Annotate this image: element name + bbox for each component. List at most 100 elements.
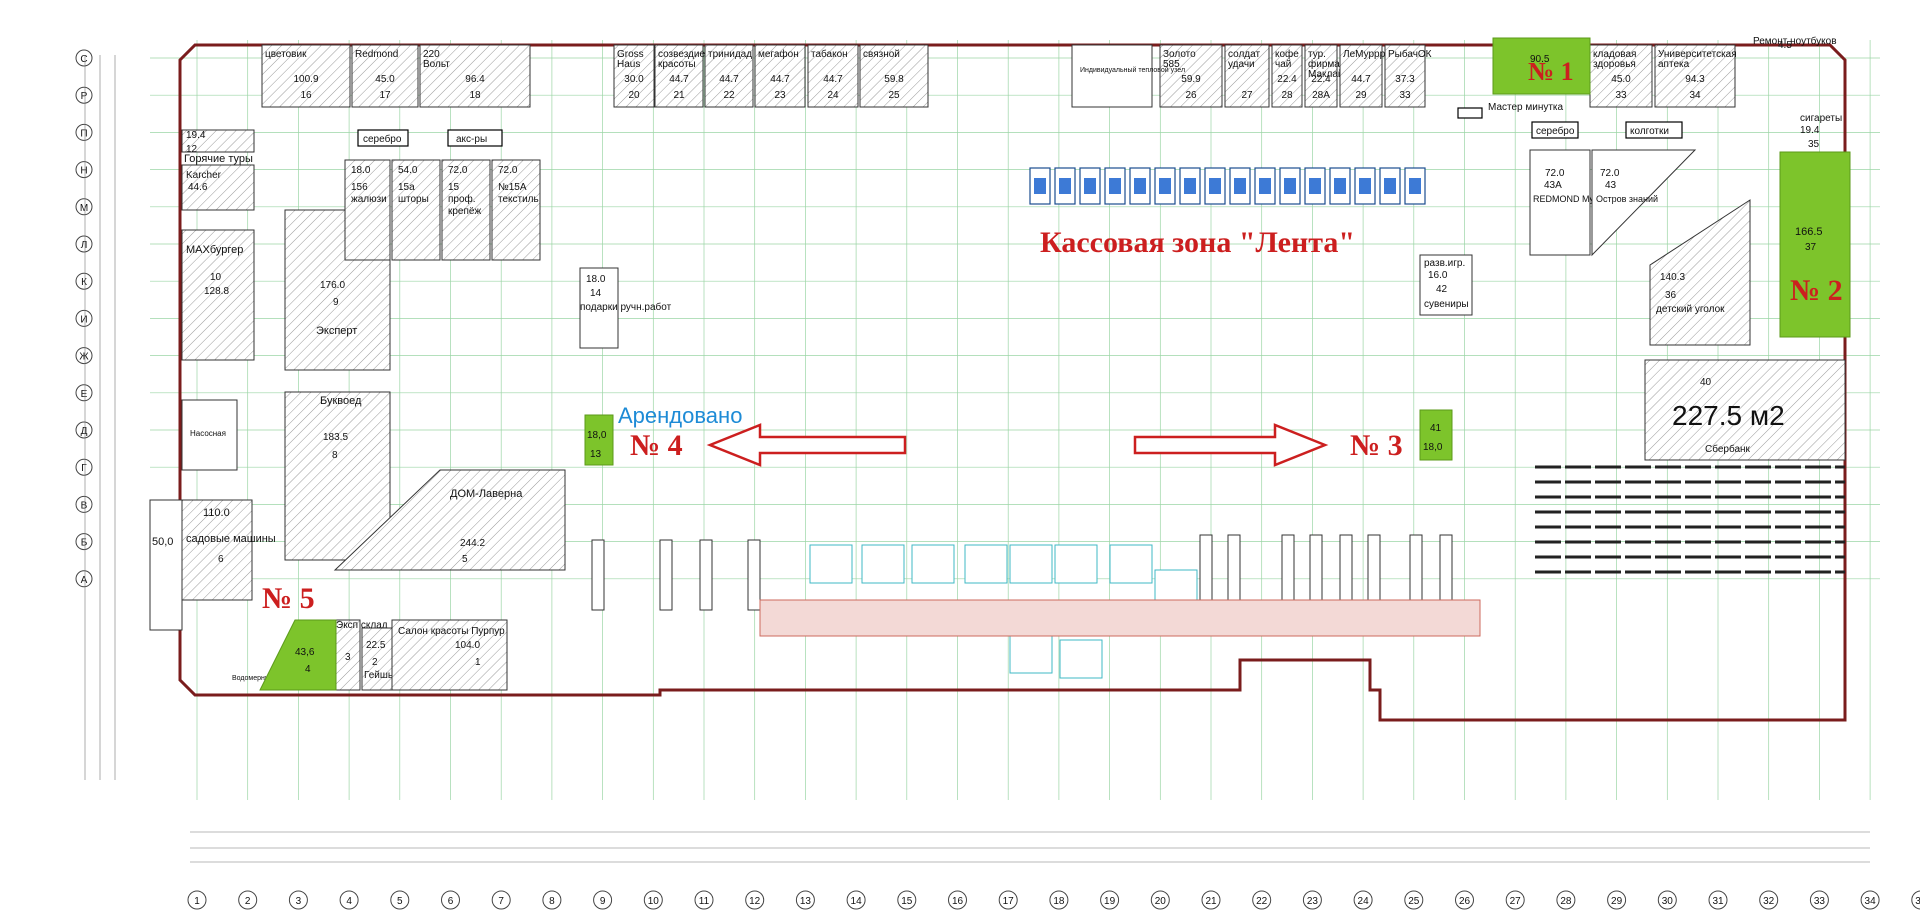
top-store-name: 220 bbox=[423, 49, 440, 60]
max-num: 10 bbox=[210, 272, 222, 283]
mid-store-label: 156 bbox=[351, 182, 368, 193]
top-store-area: 44.7 bbox=[669, 74, 689, 85]
top-store-name: Haus bbox=[617, 59, 640, 70]
bukvoed-num: 8 bbox=[332, 450, 338, 461]
col-label: 16 bbox=[952, 896, 964, 907]
col-marker bbox=[1708, 890, 1728, 910]
row-marker bbox=[75, 272, 93, 290]
exp-num: 3 bbox=[345, 652, 351, 663]
cig-num: 35 bbox=[1808, 139, 1820, 150]
redmond-num: 43А bbox=[1544, 180, 1562, 191]
shelf-rack bbox=[659, 539, 673, 611]
top-store-num: 34 bbox=[1689, 90, 1701, 101]
shelf-rack bbox=[591, 539, 605, 611]
row-marker bbox=[75, 309, 93, 327]
top-store-name: удачи bbox=[1228, 59, 1255, 70]
heat-node bbox=[1071, 44, 1153, 108]
cyan-fixture bbox=[1009, 544, 1053, 584]
store-karcher bbox=[181, 164, 255, 211]
row-marker bbox=[75, 384, 93, 402]
col-marker bbox=[1911, 890, 1920, 910]
bukvoed-area: 183.5 bbox=[323, 432, 348, 443]
sber-num: 40 bbox=[1700, 377, 1712, 388]
cyan-fixture bbox=[809, 544, 853, 584]
green-unit-3 bbox=[1419, 409, 1453, 461]
salon-area: 104.0 bbox=[455, 640, 480, 651]
col-marker bbox=[441, 890, 460, 910]
green2-num: 37 bbox=[1805, 242, 1817, 253]
row-label: К bbox=[81, 277, 87, 288]
top-store bbox=[1339, 44, 1383, 108]
brick-zone bbox=[759, 599, 1481, 637]
shelf-rack bbox=[1309, 534, 1323, 606]
hot-num: 12 bbox=[186, 144, 198, 155]
top-store-name: цветовик bbox=[265, 49, 307, 60]
mid-store-area: 72.0 bbox=[448, 165, 468, 176]
col-label: 10 bbox=[648, 896, 660, 907]
row-label: А bbox=[81, 575, 88, 586]
u3-num: 41 bbox=[1430, 423, 1442, 434]
kids-num: 36 bbox=[1665, 290, 1677, 301]
mid-store-label: проф. bbox=[448, 193, 476, 205]
col-marker bbox=[1657, 890, 1677, 910]
arrow-left bbox=[706, 423, 907, 467]
cyan-fixture bbox=[861, 544, 905, 584]
col-label: 31 bbox=[1712, 896, 1724, 907]
top-store-area: 96.4 bbox=[465, 74, 485, 85]
shelf-rack bbox=[1367, 534, 1381, 606]
col-label: 12 bbox=[749, 896, 761, 907]
col-marker bbox=[948, 890, 967, 910]
col-label: 21 bbox=[1205, 896, 1217, 907]
top-store bbox=[1654, 44, 1736, 108]
col-marker bbox=[1607, 890, 1627, 910]
top-store-name: тринидад bbox=[708, 49, 752, 60]
checkout-counter-fill bbox=[1034, 178, 1046, 194]
top-store bbox=[1224, 44, 1270, 108]
arrow-right bbox=[1133, 423, 1329, 467]
col-marker bbox=[593, 890, 613, 910]
row-label: Д bbox=[81, 426, 88, 437]
col-marker bbox=[542, 890, 562, 910]
col-marker bbox=[1759, 890, 1779, 910]
mid-store bbox=[441, 159, 491, 261]
green-unit-1 bbox=[1492, 37, 1591, 95]
checkout-counter-fill bbox=[1309, 178, 1321, 194]
col-marker bbox=[1404, 890, 1424, 910]
top-store bbox=[807, 44, 859, 108]
garden-num: 6 bbox=[218, 554, 224, 565]
mid-store-label: 15а bbox=[398, 182, 415, 193]
top-store bbox=[859, 44, 929, 108]
podarki-label: подарки ручн.работ bbox=[580, 301, 672, 313]
top-store-area: 45.0 bbox=[375, 74, 395, 85]
col-marker bbox=[1556, 890, 1576, 910]
checkout-counter-fill bbox=[1334, 178, 1346, 194]
mid-store bbox=[391, 159, 441, 261]
col-label: 30 bbox=[1662, 896, 1674, 907]
store-razv bbox=[1419, 254, 1473, 316]
green1-area: 90.5 bbox=[1530, 54, 1550, 65]
shelf-rack bbox=[1439, 534, 1453, 606]
dimension-lines bbox=[84, 55, 1870, 863]
top-store-name: Университетская bbox=[1658, 49, 1737, 60]
kids-label: детский уголок bbox=[1656, 304, 1725, 315]
shelf-rack bbox=[747, 539, 761, 611]
col-label: 14 bbox=[851, 896, 863, 907]
master-box bbox=[1457, 107, 1483, 119]
top-store bbox=[1589, 44, 1653, 108]
label-n3: № 3 bbox=[1350, 429, 1403, 462]
row-label: Л bbox=[81, 240, 88, 251]
top-store-name: красоты bbox=[658, 59, 696, 70]
store-hot-tours bbox=[181, 129, 255, 153]
top-store-num: 26 bbox=[1185, 90, 1197, 101]
store-redmond-multi bbox=[1529, 149, 1591, 256]
mid-store-label: №15А bbox=[498, 182, 527, 193]
suv-label: сувениры bbox=[1424, 299, 1469, 310]
col-label: 5 bbox=[397, 896, 403, 907]
tag-aks: акс-ры bbox=[456, 134, 487, 145]
shelving-racks bbox=[591, 534, 1481, 679]
cig-label: сигареты bbox=[1800, 113, 1842, 124]
mid-store-label: текстиль bbox=[498, 194, 539, 205]
col-marker bbox=[795, 890, 815, 910]
col-marker bbox=[187, 890, 207, 910]
rented-label: Арендовано bbox=[618, 403, 742, 428]
